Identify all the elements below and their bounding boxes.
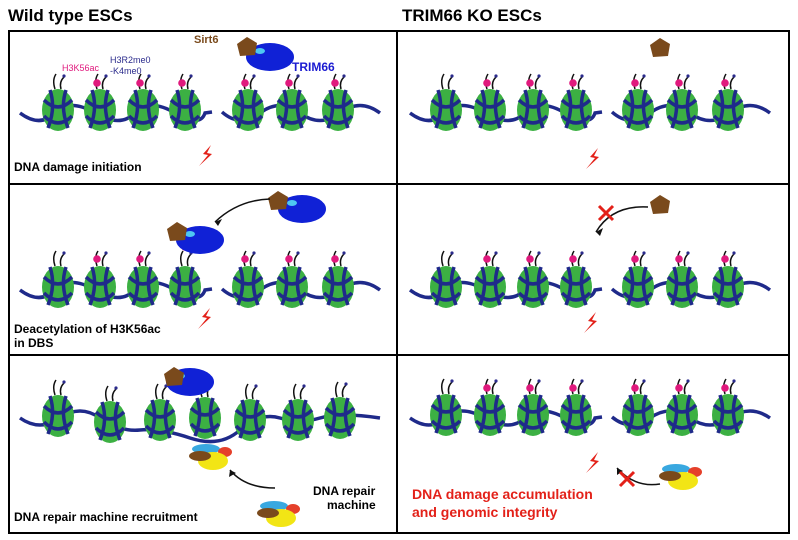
title-trim66-ko: TRIM66 KO ESCs bbox=[402, 6, 542, 25]
label-dna-repair: DNA repair bbox=[313, 484, 376, 498]
k4me0-label: -K4me0 bbox=[110, 66, 142, 76]
trim66-label: TRIM66 bbox=[292, 60, 335, 74]
label-dna-damage-initiation: DNA damage initiation bbox=[14, 160, 142, 174]
h3k56ac-label: H3K56ac bbox=[62, 63, 100, 73]
sirt6-label: Sirt6 bbox=[194, 34, 219, 46]
label-repair-recruitment: DNA repair machine recruitment bbox=[14, 510, 198, 524]
label-in-dbs: in DBS bbox=[14, 336, 54, 350]
label-genomic-integrity: and genomic integrity bbox=[412, 504, 558, 520]
panel-ko-repair bbox=[396, 354, 790, 534]
title-wild-type: Wild type ESCs bbox=[8, 6, 133, 25]
label-deacetylation: Deacetylation of H3K56ac bbox=[14, 322, 161, 336]
label-machine: machine bbox=[327, 498, 376, 512]
label-damage-accumulation: DNA damage accumulation bbox=[412, 486, 593, 502]
h3r2me0-label: H3R2me0 bbox=[110, 55, 151, 65]
